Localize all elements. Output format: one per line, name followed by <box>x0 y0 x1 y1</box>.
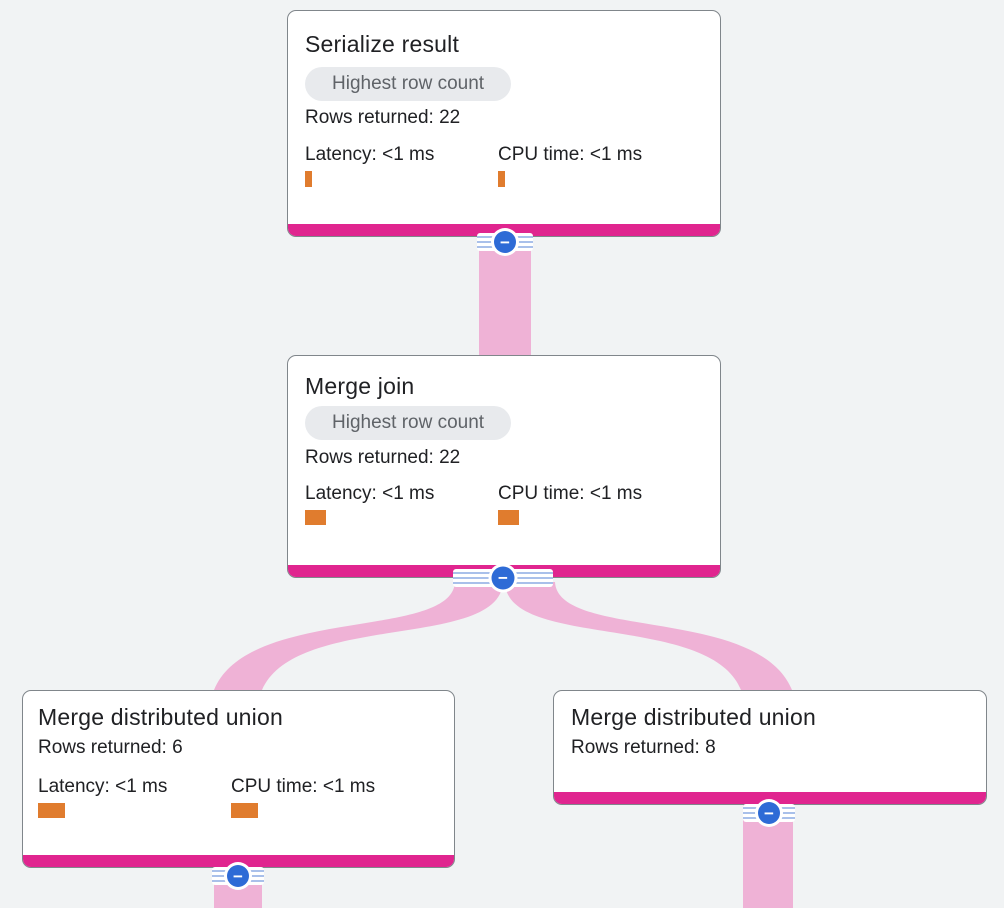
collapse-button[interactable]: − <box>491 566 515 590</box>
rows-returned-text: Rows returned: 22 <box>305 107 461 128</box>
rows-returned-text: Rows returned: 8 <box>571 737 716 758</box>
plan-node-merge-distributed-union-right[interactable]: Merge distributed union Rows returned: 8 <box>553 690 987 805</box>
highest-row-count-badge: Highest row count <box>305 67 512 101</box>
plan-node-serialize-result[interactable]: Serialize result Highest row count Rows … <box>287 10 721 237</box>
collapse-control-serialize-result: − <box>477 229 533 255</box>
collapse-button[interactable]: − <box>227 865 249 887</box>
cpu-time-label: CPU time: <1 ms <box>231 776 376 797</box>
collapse-button[interactable]: − <box>758 802 780 824</box>
latency-bar <box>305 170 312 187</box>
cpu-time-bar <box>498 509 519 525</box>
collapse-control-right-union: − <box>743 800 795 826</box>
latency-bar <box>38 802 65 818</box>
cpu-time-label: CPU time: <1 ms <box>498 483 643 504</box>
plan-node-merge-join[interactable]: Merge join Highest row count Rows return… <box>287 355 721 578</box>
latency-metric: Latency: <1 ms <box>305 483 434 525</box>
collapse-control-merge-join: − <box>453 564 553 592</box>
ribbon-mergejoin-to-right-union <box>505 582 792 690</box>
node-title: Serialize result <box>305 31 460 57</box>
cpu-time-label: CPU time: <1 ms <box>498 144 643 165</box>
latency-metric: Latency: <1 ms <box>38 776 167 818</box>
latency-metric: Latency: <1 ms <box>305 144 434 187</box>
node-accent-bar <box>554 792 986 804</box>
latency-label: Latency: <1 ms <box>305 144 435 165</box>
ribbon-serialize-to-mergejoin <box>479 237 531 355</box>
cpu-time-metric: CPU time: <1 ms <box>498 144 642 187</box>
minus-icon: − <box>498 568 508 588</box>
highest-row-count-badge: Highest row count <box>305 406 512 440</box>
node-title: Merge distributed union <box>38 704 283 730</box>
node-title: Merge join <box>305 373 415 399</box>
cpu-time-bar <box>231 802 258 818</box>
rows-returned-text: Rows returned: 22 <box>305 447 461 468</box>
ribbon-mergejoin-to-left-union <box>214 582 503 690</box>
collapse-button[interactable]: − <box>494 231 516 253</box>
minus-icon: − <box>500 232 510 252</box>
collapse-control-left-union: − <box>212 863 264 889</box>
latency-label: Latency: <1 ms <box>305 483 435 504</box>
latency-bar <box>305 509 326 525</box>
cpu-time-metric: CPU time: <1 ms <box>498 483 642 525</box>
plan-node-merge-distributed-union-left[interactable]: Merge distributed union Rows returned: 6… <box>22 690 455 868</box>
node-accent-bar <box>288 224 720 236</box>
node-accent-bar <box>23 855 454 867</box>
node-title: Merge distributed union <box>571 704 816 730</box>
latency-label: Latency: <1 ms <box>38 776 168 797</box>
cpu-time-metric: CPU time: <1 ms <box>231 776 375 818</box>
cpu-time-bar <box>498 170 505 187</box>
rows-returned-text: Rows returned: 6 <box>38 737 183 758</box>
minus-icon: − <box>233 866 243 886</box>
minus-icon: − <box>764 803 774 823</box>
